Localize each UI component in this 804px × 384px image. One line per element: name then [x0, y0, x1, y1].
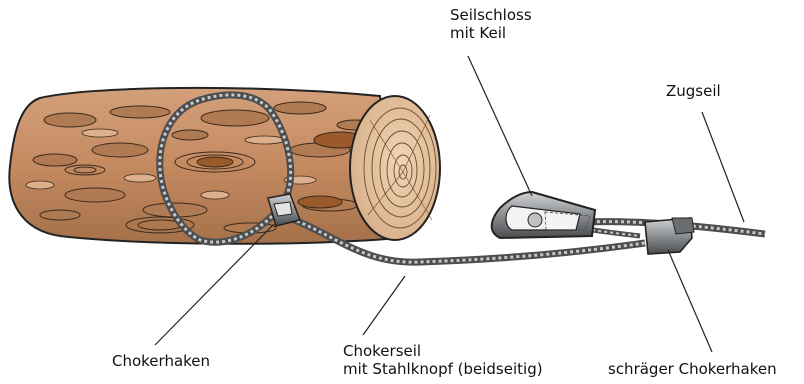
label-zugseil: Zugseil — [666, 82, 721, 100]
leader-chokerseil — [363, 276, 405, 335]
leader-schraeger — [668, 250, 712, 352]
label-chokerhaken: Chokerhaken — [112, 352, 210, 370]
slanted-choker-hook — [645, 218, 694, 254]
label-schraeger-chokerhaken: schräger Chokerhaken — [608, 360, 777, 378]
rope-lock-with-wedge — [492, 192, 595, 238]
log-end-grain — [350, 96, 440, 240]
label-seilschloss: Seilschloss mit Keil — [450, 6, 532, 42]
leader-zugseil — [702, 112, 744, 222]
leader-seilschloss — [468, 56, 532, 196]
label-chokerseil: Chokerseil mit Stahlknopf (beidseitig) — [343, 342, 543, 378]
log — [9, 88, 440, 244]
